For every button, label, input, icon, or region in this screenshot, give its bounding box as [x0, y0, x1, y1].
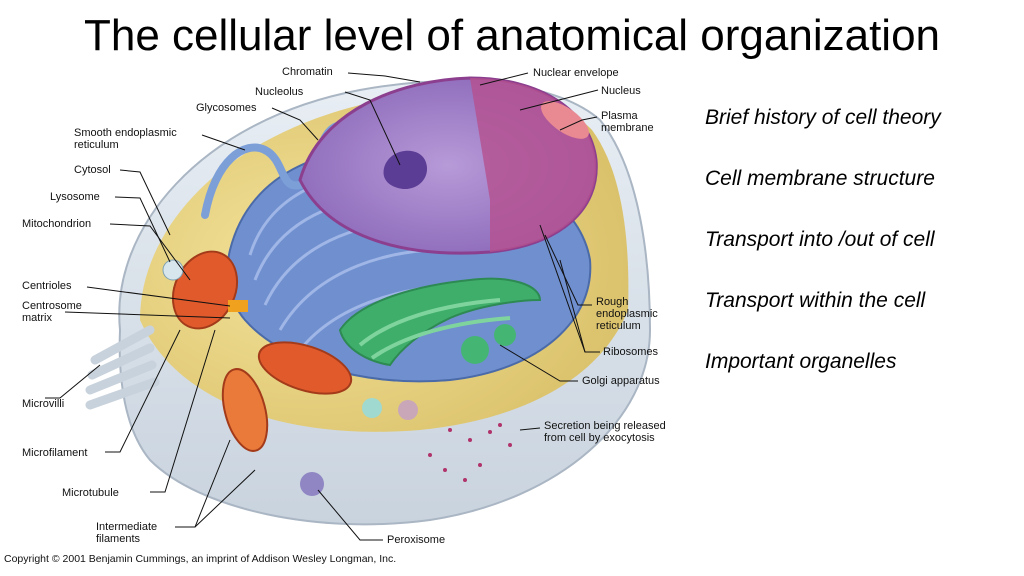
label-microtubule: Microtubule	[62, 487, 119, 499]
label-microvilli: Microvilli	[22, 398, 64, 410]
label-nucleolus: Nucleolus	[255, 86, 303, 98]
topic-item: Important organelles	[705, 350, 896, 374]
label-mitochondrion: Mitochondrion	[22, 218, 91, 230]
slide-title: The cellular level of anatomical organiz…	[0, 6, 1024, 66]
golgi-vesicle	[494, 324, 516, 346]
label-cytosol: Cytosol	[74, 164, 111, 176]
label-microfilament: Microfilament	[22, 447, 87, 459]
label-nuclear-envelope: Nuclear envelope	[533, 67, 619, 79]
label-plasma-membrane: Plasma membrane	[601, 110, 654, 134]
label-golgi-apparatus: Golgi apparatus	[582, 375, 660, 387]
label-peroxisome: Peroxisome	[387, 534, 445, 546]
centrioles-shape	[228, 300, 248, 312]
label-centrioles: Centrioles	[22, 280, 72, 292]
topic-item: Cell membrane structure	[705, 167, 935, 191]
cell-diagram: Chromatin Nucleolus Glycosomes Smooth en…	[0, 58, 1024, 576]
topic-item: Brief history of cell theory	[705, 106, 941, 130]
label-chromatin: Chromatin	[282, 66, 333, 78]
vesicle	[398, 400, 418, 420]
label-smooth-er: Smooth endoplasmic reticulum	[74, 127, 177, 151]
label-lysosome: Lysosome	[50, 191, 100, 203]
vesicle	[362, 398, 382, 418]
label-glycosomes: Glycosomes	[196, 102, 257, 114]
lysosome-shape	[163, 260, 183, 280]
golgi-vesicle	[461, 336, 489, 364]
topic-item: Transport into /out of cell	[705, 228, 935, 252]
label-ribosomes: Ribosomes	[603, 346, 658, 358]
label-rough-er: Rough endoplasmic reticulum	[596, 296, 658, 332]
label-nucleus: Nucleus	[601, 85, 641, 97]
label-intermediate-filaments: Intermediate filaments	[96, 521, 157, 545]
copyright-notice: Copyright © 2001 Benjamin Cummings, an i…	[4, 553, 396, 565]
topic-item: Transport within the cell	[705, 289, 925, 313]
label-centrosome-matrix: Centrosome matrix	[22, 300, 82, 324]
label-secretion: Secretion being released from cell by ex…	[544, 420, 666, 444]
